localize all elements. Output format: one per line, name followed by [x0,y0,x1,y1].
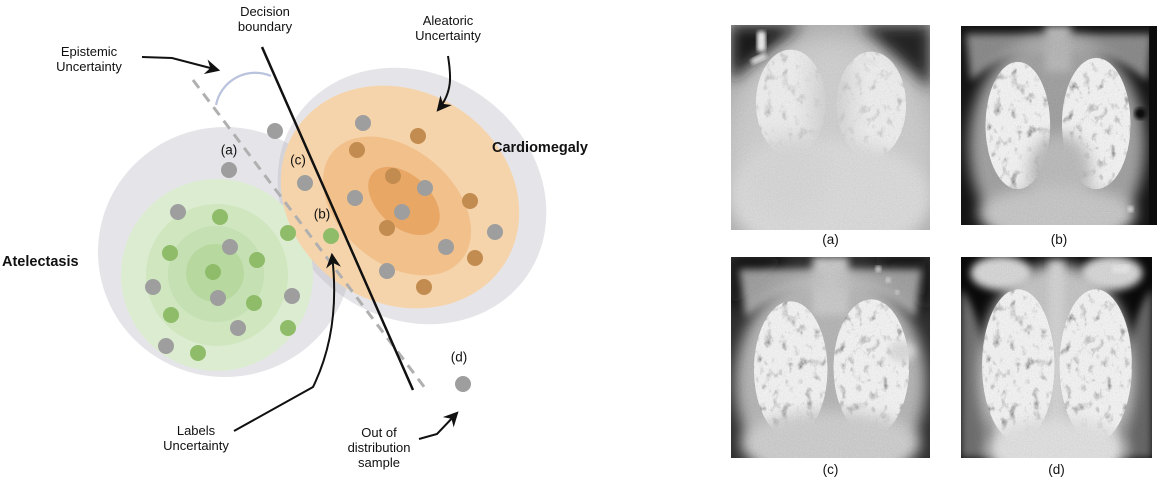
data-point-brown [379,220,395,236]
xray-label-b: (b) [1050,232,1068,247]
annotation-arrows [141,55,459,440]
epistemic-uncertainty-label: Epistemic Uncertainty [56,44,122,74]
chest-xray-image-c [731,257,930,458]
point-label-a: (a) [220,142,238,158]
out-of-distribution-label: Out of distribution sample [347,425,411,470]
data-point-gray [210,290,226,306]
data-point-brown [462,193,478,209]
decision-boundary-line [260,46,415,391]
aleatoric-arrow [436,55,452,112]
data-point-gray [347,190,363,206]
data-point-gray [487,224,503,240]
epistemic-uncertainty-arc [214,71,272,106]
data-point-green [190,345,206,361]
point-label-d: (d) [450,349,468,365]
data-point-brown [385,168,401,184]
data-point-brown [467,250,483,266]
data-point-gray [284,288,300,304]
data-point-green [280,225,296,241]
data-point-green [212,209,228,225]
chest-xray-image-a [731,25,930,230]
epistemic-arrow [141,56,221,75]
data-point-a [221,162,237,178]
point-label-c: (c) [290,152,306,168]
data-point-gray [267,123,283,139]
data-point-green [163,307,179,323]
xray-label-d: (d) [1048,462,1065,477]
data-point-gray [230,320,246,336]
data-point-gray [438,239,454,255]
data-point-gray [170,204,186,220]
out-of-distribution-arrow [418,411,459,440]
aleatoric-uncertainty-label: Aleatoric Uncertainty [415,13,481,43]
data-point-brown [349,142,365,158]
data-point-green [246,295,262,311]
diagram-shapes [98,46,547,440]
data-point-gray [145,279,161,295]
data-point-gray [379,263,395,279]
data-point-b [323,228,339,244]
data-point-brown [410,128,426,144]
data-point-green [162,245,178,261]
chest-xray-image-b [961,26,1157,225]
data-point-gray [158,338,174,354]
point-label-b: (b) [313,206,331,222]
data-point-gray [355,115,371,131]
alternative-boundary-dashed-line [191,79,430,393]
class-label-cardiomegaly: Cardiomegaly [492,140,588,156]
data-point-gray [417,180,433,196]
labels-uncertainty-label: Labels Uncertainty [163,423,229,453]
class-label-atelectasis: Atelectasis [2,254,79,270]
xray-label-c: (c) [822,462,839,477]
cardiomegaly-cluster [280,85,520,309]
data-point-gray [222,239,238,255]
data-point-c [297,175,313,191]
data-point-gray [394,204,410,220]
data-point-brown [416,279,432,295]
decision-boundary-label: Decision boundary [237,4,293,34]
data-point-green [280,320,296,336]
xray-label-a: (a) [822,232,839,247]
data-point-green [205,264,221,280]
labels-uncertainty-arrow [233,252,341,432]
chest-xray-image-d [961,257,1152,458]
uncertainty-diagram: Decision boundary Epistemic Uncertainty … [2,4,588,470]
data-point-green [249,252,265,268]
data-point-d [455,376,471,392]
data-points-layer [145,115,503,392]
